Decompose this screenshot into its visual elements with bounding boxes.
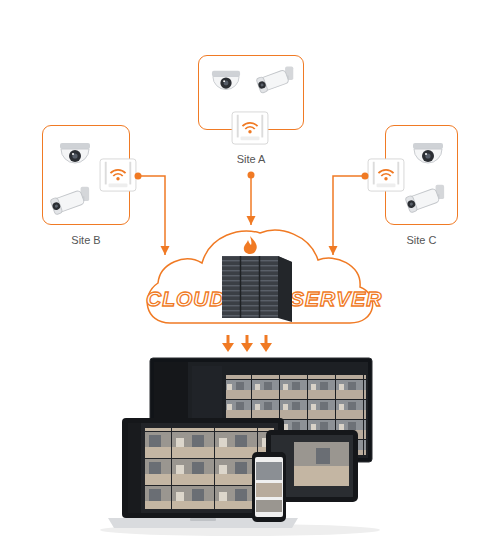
cloud-title: SERVER xyxy=(290,287,382,311)
down-arrow-head xyxy=(241,343,253,352)
connector-dot xyxy=(135,173,142,180)
arrow-head-end xyxy=(247,216,256,225)
down-arrow xyxy=(227,335,230,345)
camera-feed-floor xyxy=(294,466,349,486)
laptop xyxy=(108,418,298,528)
camera-feed xyxy=(256,483,282,497)
connector-dot xyxy=(248,172,255,179)
monitor-list xyxy=(192,366,222,454)
camera-feed xyxy=(256,462,282,480)
connector xyxy=(135,173,170,256)
down-arrow xyxy=(246,335,249,345)
connector-line xyxy=(250,175,252,225)
cloud-outline xyxy=(140,225,378,327)
site-box: Site C xyxy=(365,125,458,250)
camera-feeds xyxy=(226,375,366,455)
site-label: Site B xyxy=(42,233,130,247)
site-outline xyxy=(198,55,304,130)
connector-dot xyxy=(362,173,369,180)
monitor-stand xyxy=(249,462,274,478)
laptop-screen xyxy=(128,423,278,513)
arrow-head-end xyxy=(329,246,338,255)
down-arrow-head xyxy=(260,343,272,352)
down-arrow xyxy=(265,335,268,345)
connector xyxy=(247,172,256,226)
camera-feed xyxy=(294,442,349,486)
cloud-server: CLOUDSERVER xyxy=(140,225,378,327)
tablet-screen xyxy=(271,435,353,497)
down-arrow-head xyxy=(222,343,234,352)
laptop-sidebar xyxy=(128,423,141,513)
monitor-screen xyxy=(154,362,368,458)
laptop-notch xyxy=(190,518,216,521)
camera-feed xyxy=(256,500,282,512)
camera-feed-detail xyxy=(316,448,330,464)
site-label: Site A xyxy=(198,152,304,166)
phone-screen xyxy=(255,457,283,517)
monitor xyxy=(150,358,372,478)
arrow-head-end xyxy=(161,246,170,255)
phone xyxy=(252,452,286,522)
site-outline xyxy=(42,125,130,225)
connector xyxy=(329,173,369,256)
monitor-sidebar xyxy=(154,362,188,458)
site-box: Site A xyxy=(198,55,304,175)
device-shadow xyxy=(100,524,380,536)
phone-frame xyxy=(252,452,286,522)
connector-line xyxy=(333,176,365,255)
download-arrows xyxy=(222,335,272,352)
monitor-frame xyxy=(150,358,372,462)
site-box: Site B xyxy=(42,125,138,250)
laptop-frame xyxy=(122,418,284,518)
connector-line xyxy=(138,176,165,255)
laptop-base xyxy=(108,518,298,528)
site-label: Site C xyxy=(385,233,458,247)
site-outline xyxy=(385,125,458,225)
tablet xyxy=(266,430,358,502)
tablet-frame xyxy=(266,430,358,502)
camera-feeds xyxy=(145,428,274,509)
cloud-title: CLOUD xyxy=(146,287,226,311)
